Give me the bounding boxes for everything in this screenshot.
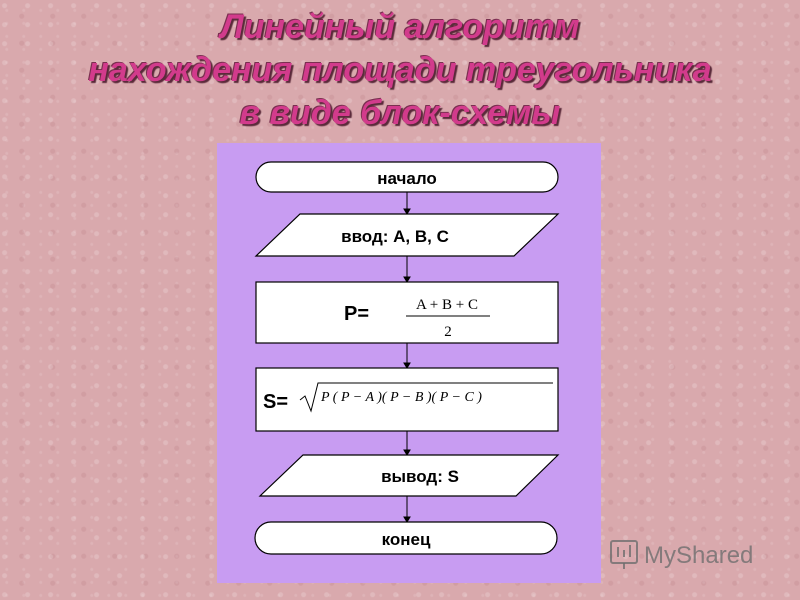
end-terminator xyxy=(254,521,558,555)
title-line-1: Линейный алгоритм xyxy=(220,8,580,46)
s-formula: P ( P − A )( P − B )( P − C ) xyxy=(320,390,482,405)
arrowhead xyxy=(403,362,411,369)
watermark-logo-icon xyxy=(610,540,638,569)
input-block xyxy=(254,213,560,257)
arrowhead xyxy=(403,208,411,215)
title-line-3: в виде блок-схемы xyxy=(239,94,561,132)
slide-title: Линейный алгоритм нахождения площади тре… xyxy=(0,6,800,135)
arrowhead xyxy=(403,516,411,523)
input-label: ввод: A, B, C xyxy=(341,227,449,246)
p-numerator: A + B + C xyxy=(416,297,478,313)
start-terminator xyxy=(255,161,559,193)
arrowhead xyxy=(403,276,411,283)
p-label: P= xyxy=(344,303,369,325)
title-line-2: нахождения площади треугольника xyxy=(88,51,712,89)
end-label: конец xyxy=(382,530,431,549)
sqrt-sign-icon xyxy=(299,382,553,413)
arrowhead xyxy=(403,449,411,456)
p-process-block xyxy=(255,281,559,344)
p-denominator: 2 xyxy=(444,324,452,340)
watermark-text: MyShared xyxy=(644,542,753,569)
start-label: начало xyxy=(377,169,437,188)
output-block xyxy=(258,454,560,497)
s-label: S= xyxy=(263,391,288,413)
output-label: вывод: S xyxy=(381,467,459,486)
